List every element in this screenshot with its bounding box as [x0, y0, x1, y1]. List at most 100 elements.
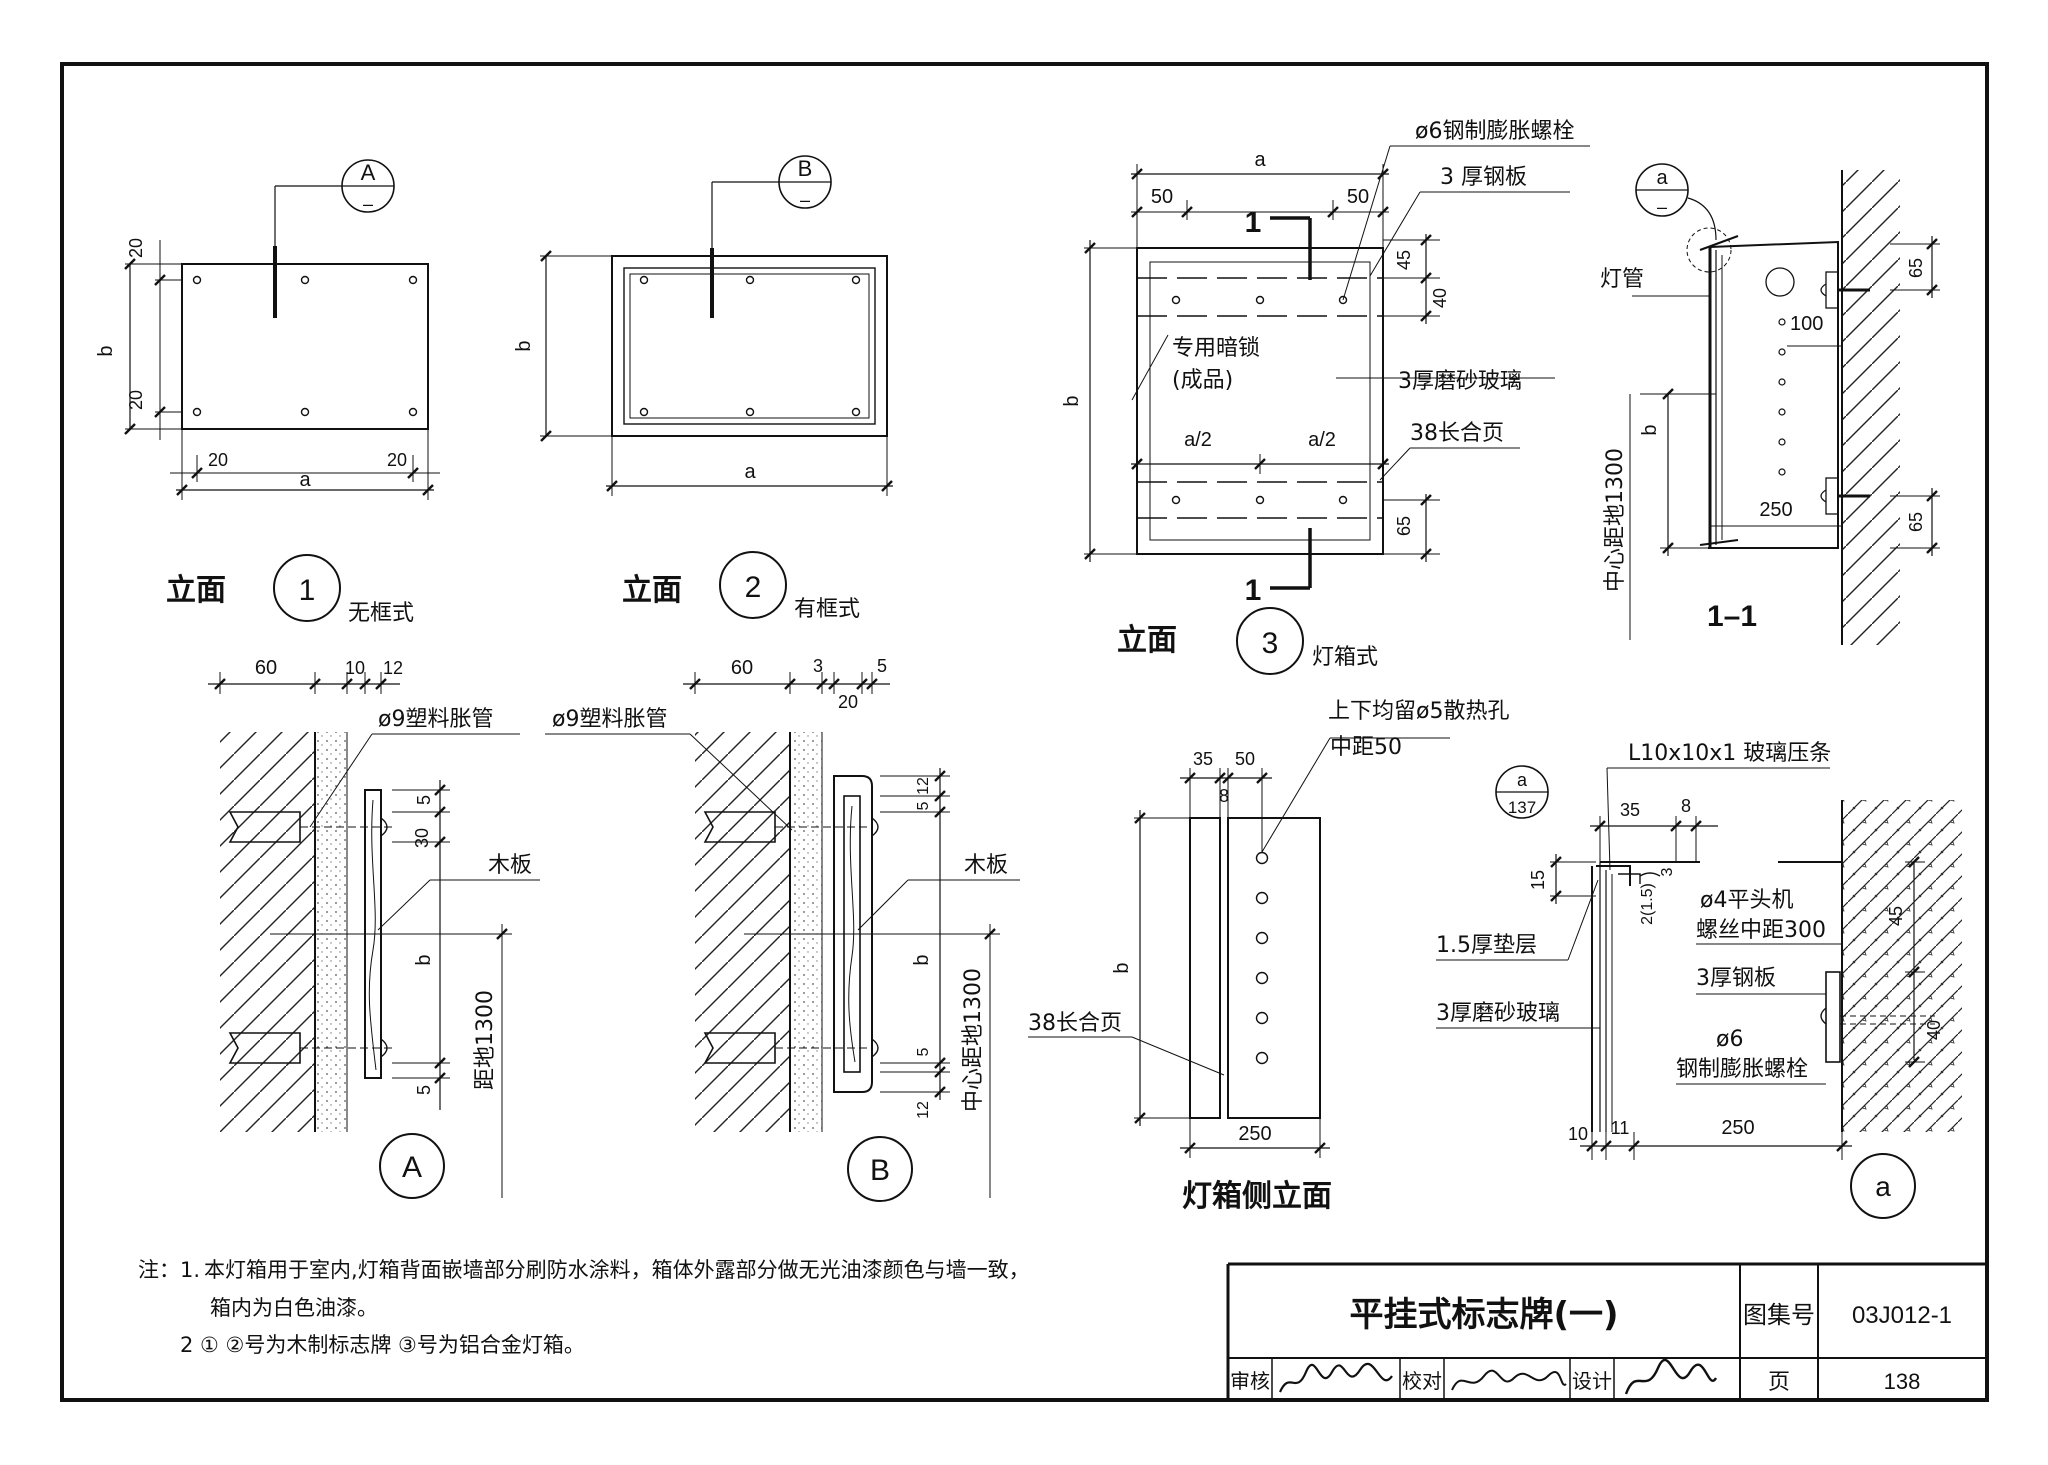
note-2: 2 ① ②号为木制标志牌 ③号为铝合金灯箱。 — [180, 1333, 585, 1357]
sheet-frame — [60, 62, 1989, 1402]
callout-sub: – — [1657, 197, 1667, 217]
label-height: 距地1300 — [473, 990, 498, 1090]
dim-half-a-left: a/2 — [1184, 429, 1212, 451]
dim-a: a — [744, 461, 756, 483]
dim-250: 250 — [1721, 1117, 1754, 1139]
dim-12: 12 — [383, 658, 403, 678]
type-label: 有框式 — [794, 597, 860, 622]
title-block: 平挂式标志牌(一) 图集号 03J012-1 审核 校对 设计 页 138 — [1226, 1262, 1987, 1400]
label-vent: 上下均留ø5散热孔 — [1328, 699, 1509, 724]
dim-12-bottom: 12 — [915, 1101, 932, 1119]
dim-b: b — [95, 345, 117, 356]
label-tube: 灯管 — [1600, 267, 1644, 292]
label-glass: 3厚磨砂玻璃 — [1398, 369, 1522, 394]
dim-b: b — [911, 954, 933, 965]
dim-10: 10 — [345, 658, 365, 678]
label-plate: 3 厚钢板 — [1440, 165, 1527, 190]
caption: 灯箱侧立面 — [1182, 1179, 1332, 1214]
label-pipe: ø9塑料胀管 — [552, 707, 667, 732]
page-label: 页 — [1768, 1370, 1790, 1395]
dim-10: 10 — [1568, 1124, 1588, 1144]
caption: 立面 — [622, 573, 682, 608]
dim-2: 2(1.5) — [1639, 883, 1656, 925]
signature-review — [1278, 1362, 1393, 1393]
label-hinge: 38长合页 — [1410, 421, 1504, 446]
dim-11: 11 — [1611, 1118, 1630, 1138]
dim-20-left: 20 — [208, 450, 228, 470]
signature-check — [1451, 1369, 1567, 1391]
section-mark-top: 1 — [1245, 206, 1262, 239]
dim-40: 40 — [1924, 1020, 1944, 1040]
detail-label: A — [402, 1151, 422, 1184]
dim-45: 45 — [1394, 250, 1414, 270]
dim-8: 8 — [1681, 796, 1691, 816]
drawing-title: 平挂式标志牌(一) — [1349, 1295, 1618, 1335]
callout-letter: B — [798, 156, 813, 181]
dim-a: a — [299, 469, 311, 491]
callout-letter: A — [361, 160, 376, 185]
elevation-2: B – b a 立面 2 有框式 — [513, 155, 893, 622]
dim-8: 8 — [1219, 786, 1229, 806]
callout-sub: – — [363, 194, 373, 214]
elevation-number: 2 — [745, 571, 762, 604]
dim-20-top: 20 — [126, 238, 146, 258]
type-label: 灯箱式 — [1312, 645, 1378, 670]
dim-65: 65 — [1394, 516, 1414, 536]
dim-b: b — [1111, 962, 1133, 973]
check-label: 校对 — [1402, 1369, 1442, 1393]
elevation-3: 1 1 a 50 50 b 45 40 65 — [1061, 119, 1590, 675]
label-hinge: 38长合页 — [1028, 1011, 1122, 1036]
side-elevation: 上下均留ø5散热孔 中距50 35 50 8 b 38长合页 250 灯箱侧立面 — [1028, 699, 1509, 1214]
dim-35: 35 — [1620, 800, 1640, 820]
detail-label: B — [870, 1154, 890, 1187]
atlas-number: 03J012-1 — [1852, 1302, 1952, 1329]
dim-b: b — [513, 340, 535, 351]
dim-60: 60 — [731, 657, 753, 679]
dim-b: b — [1061, 395, 1083, 406]
label-bolt: ø6钢制膨胀螺栓 — [1415, 119, 1574, 144]
signature-design — [1624, 1358, 1718, 1395]
label-bolt: ø6 — [1716, 1027, 1743, 1052]
label-lock: 专用暗锁 — [1172, 336, 1260, 361]
page-number: 138 — [1884, 1369, 1921, 1394]
callout-bottom: 137 — [1508, 798, 1536, 817]
label-board: 木板 — [964, 853, 1008, 878]
dim-3: 3 — [813, 656, 823, 676]
label-height: 中心距地1300 — [961, 968, 986, 1112]
caption: 立面 — [1117, 623, 1177, 658]
dim-30: 30 — [412, 828, 432, 848]
dim-20-right: 20 — [387, 450, 407, 470]
dim-5-bottom: 5 — [915, 1047, 932, 1056]
dim-half-a-right: a/2 — [1308, 429, 1336, 451]
dim-a: a — [1254, 149, 1266, 171]
callout-sub: – — [800, 190, 810, 210]
note-1-line2: 箱内为白色油漆。 — [210, 1296, 378, 1320]
label-pad: 1.5厚垫层 — [1436, 933, 1537, 958]
atlas-label: 图集号 — [1743, 1301, 1815, 1329]
dim-250: 250 — [1759, 499, 1792, 521]
label-lock-note: (成品) — [1172, 368, 1233, 393]
label-plate: 3厚钢板 — [1696, 966, 1776, 991]
dim-65-bottom: 65 — [1906, 512, 1926, 532]
dim-12-top: 12 — [915, 777, 932, 795]
dim-50-right: 50 — [1347, 186, 1369, 208]
notes-prefix: 注：1. — [138, 1258, 200, 1282]
label-screw: ø4平头机 — [1700, 888, 1793, 913]
dim-3: 3 — [1659, 867, 1676, 876]
detail-a: a 137 L10x10x1 玻璃压条 ø4平头机 螺丝中距300 1.5厚垫层… — [1436, 741, 1962, 1219]
label-bolt-type: 钢制膨胀螺栓 — [1676, 1057, 1808, 1082]
dim-5-top-label: 5 — [877, 656, 887, 676]
label-pipe: ø9塑料胀管 — [378, 707, 493, 732]
notes: 注：1. 本灯箱用于室内,灯箱背面嵌墙部分刷防水涂料，箱体外露部分做无光油漆颜色… — [138, 1258, 1030, 1357]
callout-top: a — [1517, 770, 1528, 790]
section-mark-bottom: 1 — [1245, 574, 1262, 607]
label-vent-spacing: 中距50 — [1330, 735, 1402, 760]
detail-B: 60 3 20 5 ø9塑料胀管 木板 12 5 b 5 12 中心距地1300… — [545, 656, 1020, 1202]
dim-35: 35 — [1193, 749, 1213, 769]
label-glass: 3厚磨砂玻璃 — [1436, 1001, 1560, 1026]
dim-5-bottom: 5 — [414, 1085, 434, 1095]
label-glass-bead: L10x10x1 玻璃压条 — [1628, 741, 1831, 766]
dim-b: b — [1639, 424, 1661, 435]
elevation-number: 3 — [1262, 627, 1279, 660]
